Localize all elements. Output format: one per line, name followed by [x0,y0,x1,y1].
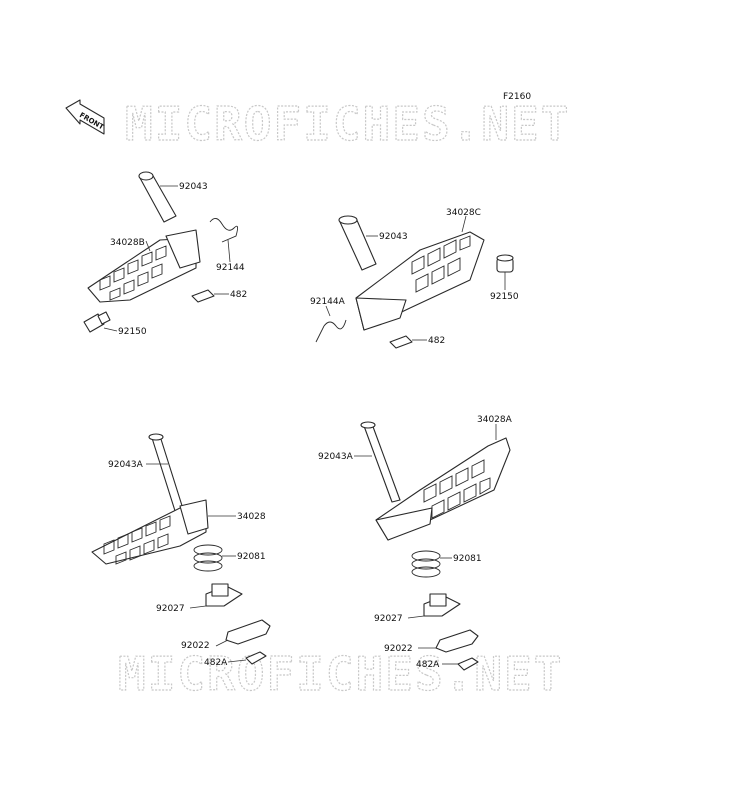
label-92022: 92022 [181,641,210,651]
label-34028A: 34028A [477,415,513,425]
watermark-top: MICROFICHES.NET [125,97,570,151]
label-92043: 92043 [379,232,408,242]
label-92043A: 92043A [318,452,354,462]
bolt-92150 [496,254,514,273]
label-34028C: 34028C [446,208,481,218]
label-482A: 482A [204,658,228,668]
label-92081: 92081 [453,554,482,564]
group-1-assembly: 92043 34028B 92144 482 92150 [83,171,247,337]
label-482A: 482A [416,660,440,670]
footrest-34028C [355,231,485,331]
label-92027: 92027 [374,614,403,624]
footrest-34028 [91,499,209,565]
clip-482A [245,651,267,665]
footrest-34028A [375,437,511,541]
front-arrow-icon: FRONT [65,99,105,135]
group-2-assembly: 92043 34028C 92150 92144A 482 [310,208,519,349]
label-482: 482 [230,290,247,300]
label-92150: 92150 [118,327,147,337]
label-92027: 92027 [156,604,185,614]
label-34028B: 34028B [110,238,145,248]
pin-92043 [338,215,377,271]
label-92150: 92150 [490,292,519,302]
pin-92043A [360,421,401,503]
watermark-bottom: MICROFICHES.NET [118,647,563,701]
label-34028: 34028 [237,512,266,522]
bolt-92150 [83,311,111,333]
label-92081: 92081 [237,552,266,562]
group-3-assembly: 92043A 34028 92081 92027 92022 482A [91,433,271,668]
clip-482 [191,289,215,303]
label-482: 482 [428,336,445,346]
spring-92081 [411,550,441,578]
spring-92081 [193,544,223,572]
label-92144A: 92144A [310,297,346,307]
label-92043A: 92043A [108,460,144,470]
footrest-34028B [87,229,201,303]
label-92043: 92043 [179,182,208,192]
spring-92144 [209,218,239,243]
label-92022: 92022 [384,644,413,654]
plate-92022 [225,619,271,645]
pin-92043A [148,433,185,515]
pin-92043 [138,171,177,223]
clip-482 [389,335,413,349]
spring-92144A [315,319,347,343]
plunger-92027 [423,593,461,617]
clip-482A [457,657,479,671]
label-92144: 92144 [216,263,245,273]
figure-id: F2160 [503,92,531,102]
group-4-assembly: 92043A 34028A 92081 92027 92022 482A [318,415,513,671]
plunger-92027 [205,583,243,607]
